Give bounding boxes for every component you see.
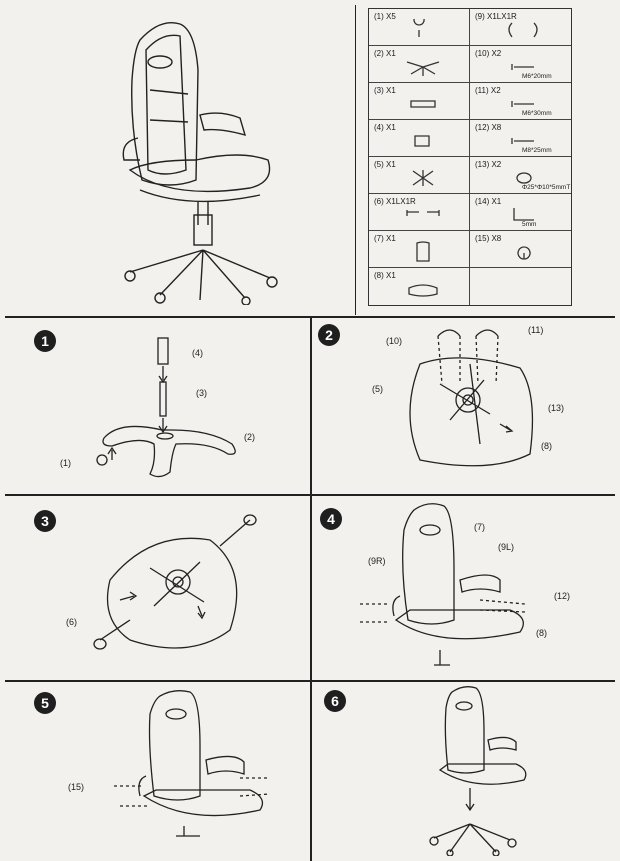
callout-3: (3): [196, 388, 207, 398]
parts-cell: (11) X2 M6*30mm: [470, 83, 571, 120]
step-number: 2: [318, 324, 340, 346]
part-quantity: (12) X8: [475, 123, 502, 132]
step-5-diagram: [100, 686, 290, 846]
step-3-diagram: [90, 510, 270, 670]
step-number: 5: [34, 692, 56, 714]
parts-cell: (4) X1: [369, 120, 470, 157]
part-icon: [516, 172, 532, 184]
part-icon: [517, 246, 531, 260]
step-number: 4: [320, 508, 342, 530]
callout-2: (2): [244, 432, 255, 442]
part-quantity: (6) X1LX1R: [374, 197, 416, 206]
callout-7: (7): [474, 522, 485, 532]
part-quantity: (14) X1: [475, 197, 502, 206]
part-quantity: (5) X1: [374, 160, 396, 169]
part-quantity: (7) X1: [374, 234, 396, 243]
callout-8: (8): [541, 441, 552, 451]
part-icon: [413, 19, 425, 37]
part-icon: [513, 208, 534, 221]
part-icon: [408, 284, 438, 297]
callout-9r: (9R): [368, 556, 386, 566]
callout-6: (6): [66, 617, 77, 627]
part-quantity: (1) X5: [374, 12, 396, 21]
parts-cell: (2) X1: [369, 46, 470, 83]
part-quantity: (3) X1: [374, 86, 396, 95]
part-icon: [508, 22, 538, 38]
step-number: 1: [34, 330, 56, 352]
part-icon: [511, 64, 534, 70]
callout-11: (11): [528, 325, 544, 335]
callout-15: (15): [68, 782, 85, 792]
parts-cell: (9) X1LX1R: [470, 9, 571, 46]
parts-cell: (10) X2 M6*20mm: [470, 46, 571, 83]
step-2-diagram: [380, 324, 550, 484]
part-spec: M6*20mm: [522, 73, 552, 80]
step-4-diagram: [350, 500, 550, 672]
part-quantity: (9) X1LX1R: [475, 12, 517, 21]
parts-cell: (7) X1: [369, 231, 470, 268]
parts-cell: (15) X8: [470, 231, 571, 268]
step-number: 3: [34, 510, 56, 532]
step-1-diagram: [60, 330, 300, 480]
parts-cell: (12) X8 M8*25mm: [470, 120, 571, 157]
part-icon: [414, 135, 430, 147]
callout-1: (1): [60, 458, 71, 468]
part-quantity: (13) X2: [475, 160, 502, 169]
part-icon: [416, 241, 430, 262]
part-quantity: (8) X1: [374, 271, 396, 280]
callout-10: (10): [386, 336, 403, 346]
part-quantity: (4) X1: [374, 123, 396, 132]
step-number: 6: [324, 690, 346, 712]
part-icon: [406, 210, 440, 216]
part-icon: [412, 170, 434, 186]
callout-13: (13): [548, 403, 565, 413]
part-quantity: (15) X8: [475, 234, 502, 243]
part-spec: M6*30mm: [522, 110, 552, 117]
callout-9l: (9L): [498, 542, 515, 552]
assembled-chair-illustration: [100, 10, 310, 305]
parts-list-table: (1) X5 (9) X1LX1R (2) X1 (10) X2 M6*20mm (3) …: [368, 8, 572, 306]
part-icon: [406, 61, 440, 76]
callout-12: (12): [554, 591, 571, 601]
part-quantity: (10) X2: [475, 49, 502, 58]
part-spec: M8*25mm: [522, 147, 552, 154]
part-spec: Φ25*Φ10*5mmT: [522, 184, 571, 191]
part-icon: [511, 138, 534, 144]
callout-8: (8): [536, 628, 547, 638]
part-icon: [410, 100, 436, 108]
callout-5: (5): [372, 384, 383, 394]
parts-cell: (6) X1LX1R: [369, 194, 470, 231]
part-icon: [511, 101, 534, 107]
parts-cell: (8) X1: [369, 268, 470, 305]
parts-cell: [470, 268, 571, 305]
part-quantity: (11) X2: [475, 86, 501, 95]
callout-4: (4): [192, 348, 203, 358]
parts-cell: (3) X1: [369, 83, 470, 120]
part-quantity: (2) X1: [374, 49, 396, 58]
divider: [355, 5, 357, 315]
parts-cell: (14) X1 5mm: [470, 194, 571, 231]
parts-cell: (1) X5: [369, 9, 470, 46]
parts-cell: (13) X2 Φ25*Φ10*5mmT: [470, 157, 571, 194]
parts-cell: (5) X1: [369, 157, 470, 194]
divider: [310, 316, 312, 861]
step-6-diagram: [420, 684, 540, 856]
part-spec: 5mm: [522, 221, 537, 228]
